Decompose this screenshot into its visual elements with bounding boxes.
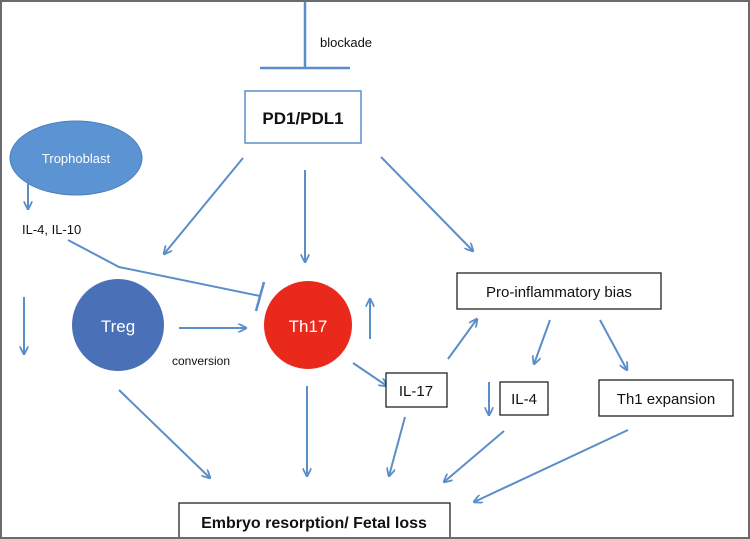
arrow-th17-to-il17 [352,362,387,386]
th1-expansion-box: Th1 expansion [598,379,734,417]
th17-node: Th17 [264,281,352,369]
trophoblast-node: Trophoblast [9,120,143,196]
il4-box: IL-4 [499,381,549,416]
il4-label: IL-4 [511,391,537,408]
embryo-resorption-box: Embryo resorption/ Fetal loss [178,502,451,537]
arrow-pd1-to-treg [164,157,244,254]
arrow-th1-to-embryo-resorption [474,429,629,502]
il4-il10-label: IL-4, IL-10 [22,222,81,237]
conversion-label: conversion [172,354,230,368]
pro-inflammatory-bias-box: Pro-inflammatory bias [456,272,662,310]
pro-inflammatory-bias-label: Pro-inflammatory bias [486,284,632,301]
arrow-il4-to-embryo-resorption [444,430,505,482]
th17-label: Th17 [289,317,328,336]
embryo-resorption-label: Embryo resorption/ Fetal loss [201,515,427,532]
arrow-il17-to-embryo-resorption [389,416,406,476]
arrow-pd1-to-pro-inflammatory [380,156,473,251]
treg-node: Treg [72,279,164,371]
pd1-pdl1-label: PD1/PDL1 [262,109,343,128]
arrow-pro-inflammatory-to-il4 [534,319,551,364]
th1-expansion-label: Th1 expansion [617,391,715,408]
arrow-treg-to-embryo-resorption [118,389,210,478]
pd1-pdl1-box: PD1/PDL1 [244,90,362,144]
il17-label: IL-17 [399,383,433,400]
arrow-il17-to-pro-inflammatory [447,319,477,360]
il17-box: IL-17 [385,372,448,408]
blockade-inhibitor [260,2,350,70]
il4-il10-inhibits-th17 [67,239,266,312]
blockade-label: blockade [320,35,372,50]
treg-label: Treg [101,317,135,336]
arrow-pro-inflammatory-to-th1 [599,319,627,370]
trophoblast-label: Trophoblast [42,151,111,166]
